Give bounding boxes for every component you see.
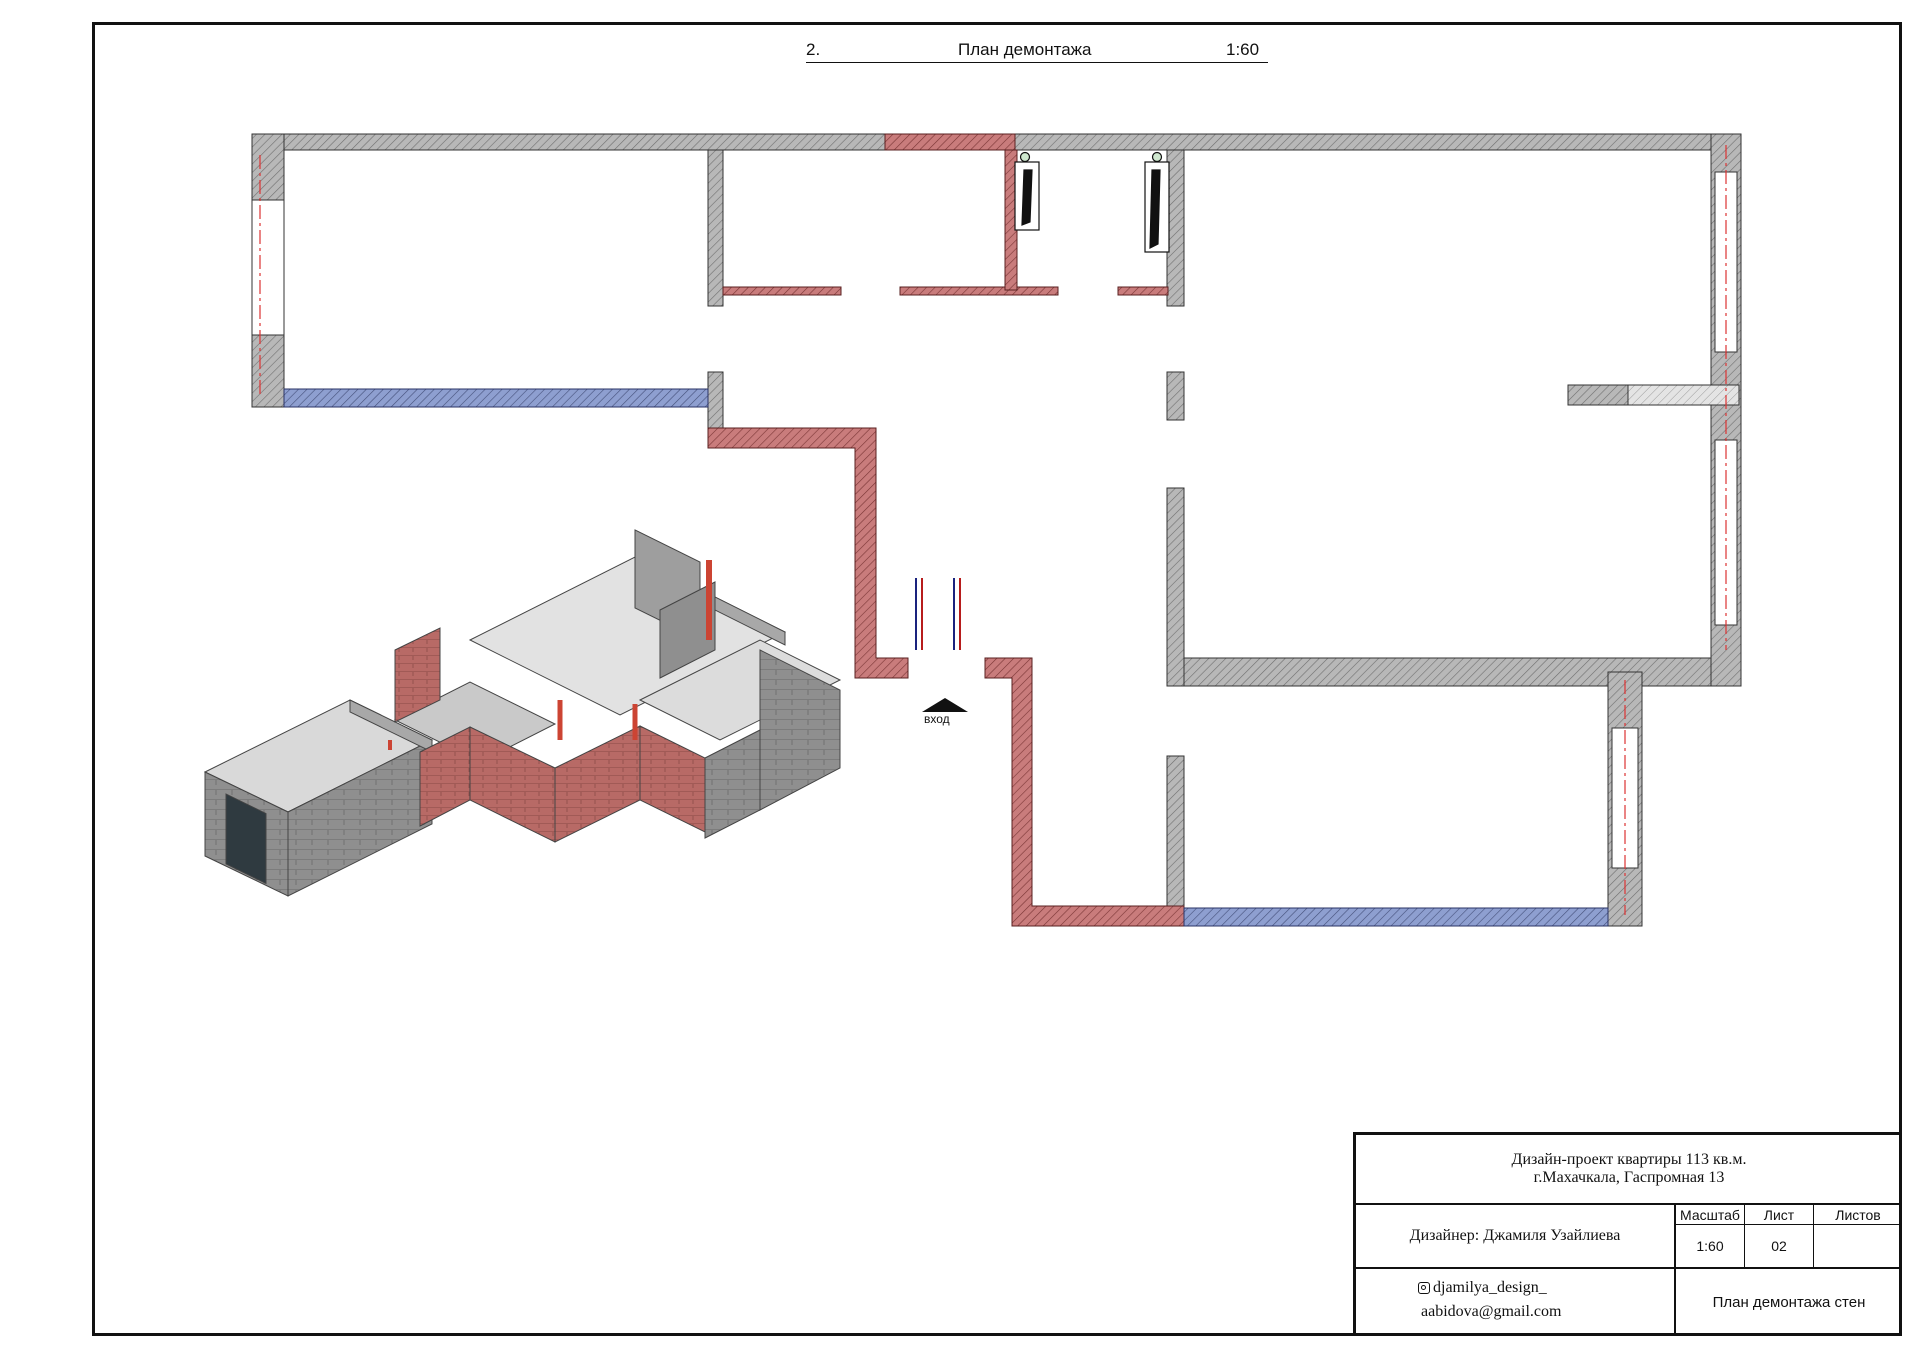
email: aabidova@gmail.com [1421, 1303, 1562, 1320]
instagram-icon [1418, 1282, 1430, 1294]
entrance-door-lines [915, 578, 961, 650]
title-block: Дизайн-проект квартиры 113 кв.м. г.Махач… [1353, 1132, 1902, 1336]
designer-name: Дизайнер: Джамиля Узайлиева [1409, 1227, 1621, 1244]
isometric-view [203, 529, 842, 897]
modified-walls [283, 388, 1609, 927]
drawing-name: План демонтажа стен [1712, 1294, 1866, 1311]
drawing-number: 2. [806, 40, 821, 59]
sheet-value: 02 [1745, 1225, 1814, 1269]
contacts-cell: djamilya_design_ aabidova@gmail.com [1356, 1269, 1676, 1336]
instagram-handle: djamilya_design_ [1433, 1279, 1547, 1296]
entrance-label: вход [924, 712, 950, 726]
demolished-walls [707, 133, 1185, 927]
existing-walls [251, 133, 1742, 927]
sheets-header: Листов [1814, 1205, 1902, 1225]
designer-cell: Дизайнер: Джамиля Узайлиева [1356, 1205, 1676, 1269]
drawing-frame [92, 22, 1902, 1336]
drawing-header: 2. План демонтажа 1:60 [806, 38, 1268, 63]
project-title: Дизайн-проект квартиры 113 кв.м. [1511, 1151, 1747, 1168]
windows [251, 145, 1738, 915]
project-address: г.Махачкала, Гаспромная 13 [1533, 1169, 1725, 1186]
sheet-header: Лист [1745, 1205, 1814, 1225]
drawing-scale: 1:60 [1226, 40, 1260, 59]
drawing-title: План демонтажа [958, 40, 1092, 59]
entrance-arrow-icon [922, 698, 968, 712]
project-cell: Дизайн-проект квартиры 113 кв.м. г.Махач… [1356, 1135, 1902, 1205]
scale-header: Масштаб [1676, 1205, 1745, 1225]
sheets-value [1814, 1225, 1902, 1269]
ventilation-shafts [1014, 151, 1170, 253]
scale-value: 1:60 [1676, 1225, 1745, 1269]
